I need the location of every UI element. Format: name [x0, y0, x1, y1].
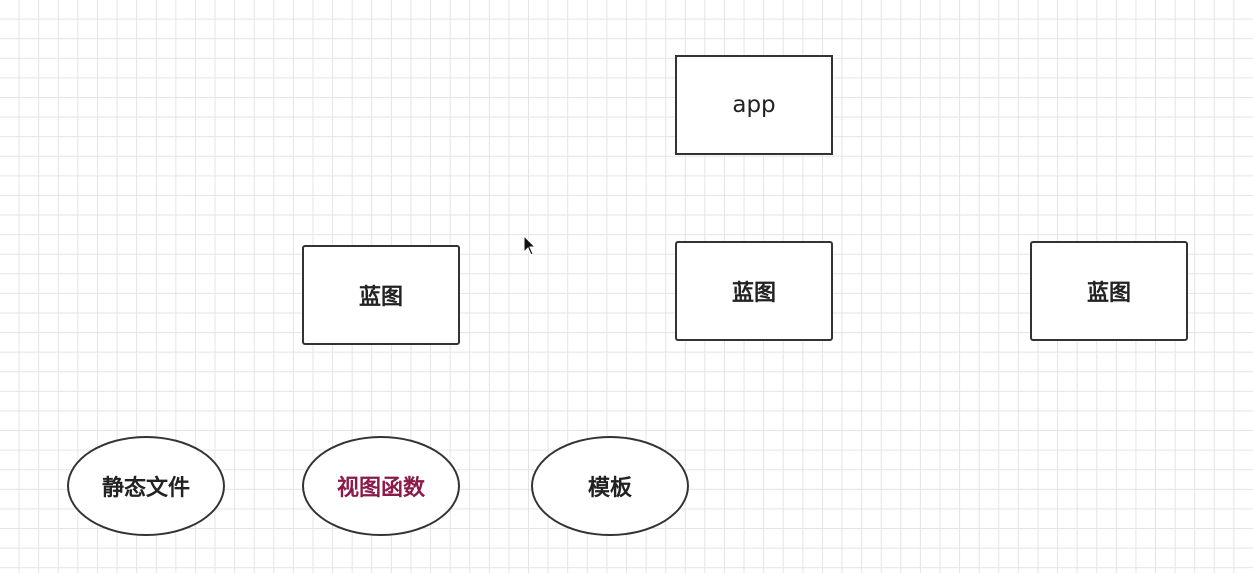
- blueprint-node-2[interactable]: 蓝图: [675, 241, 833, 341]
- templates-node[interactable]: 模板: [531, 436, 689, 536]
- static-files-node-label: 静态文件: [101, 476, 190, 501]
- mouse-pointer-icon: [523, 235, 537, 256]
- blueprint-node-2-label: 蓝图: [731, 281, 776, 306]
- view-functions-node[interactable]: 视图函数: [302, 436, 460, 536]
- blueprint-node-3-label: 蓝图: [1086, 281, 1131, 306]
- templates-node-label: 模板: [587, 476, 632, 501]
- blueprint-node-1-label: 蓝图: [358, 285, 403, 310]
- blueprint-node-1[interactable]: 蓝图: [302, 245, 460, 345]
- view-functions-node-label: 视图函数: [336, 476, 425, 501]
- app-node-label: app: [732, 92, 776, 118]
- static-files-node[interactable]: 静态文件: [67, 436, 225, 536]
- app-node[interactable]: app: [675, 55, 833, 155]
- blueprint-node-3[interactable]: 蓝图: [1030, 241, 1188, 341]
